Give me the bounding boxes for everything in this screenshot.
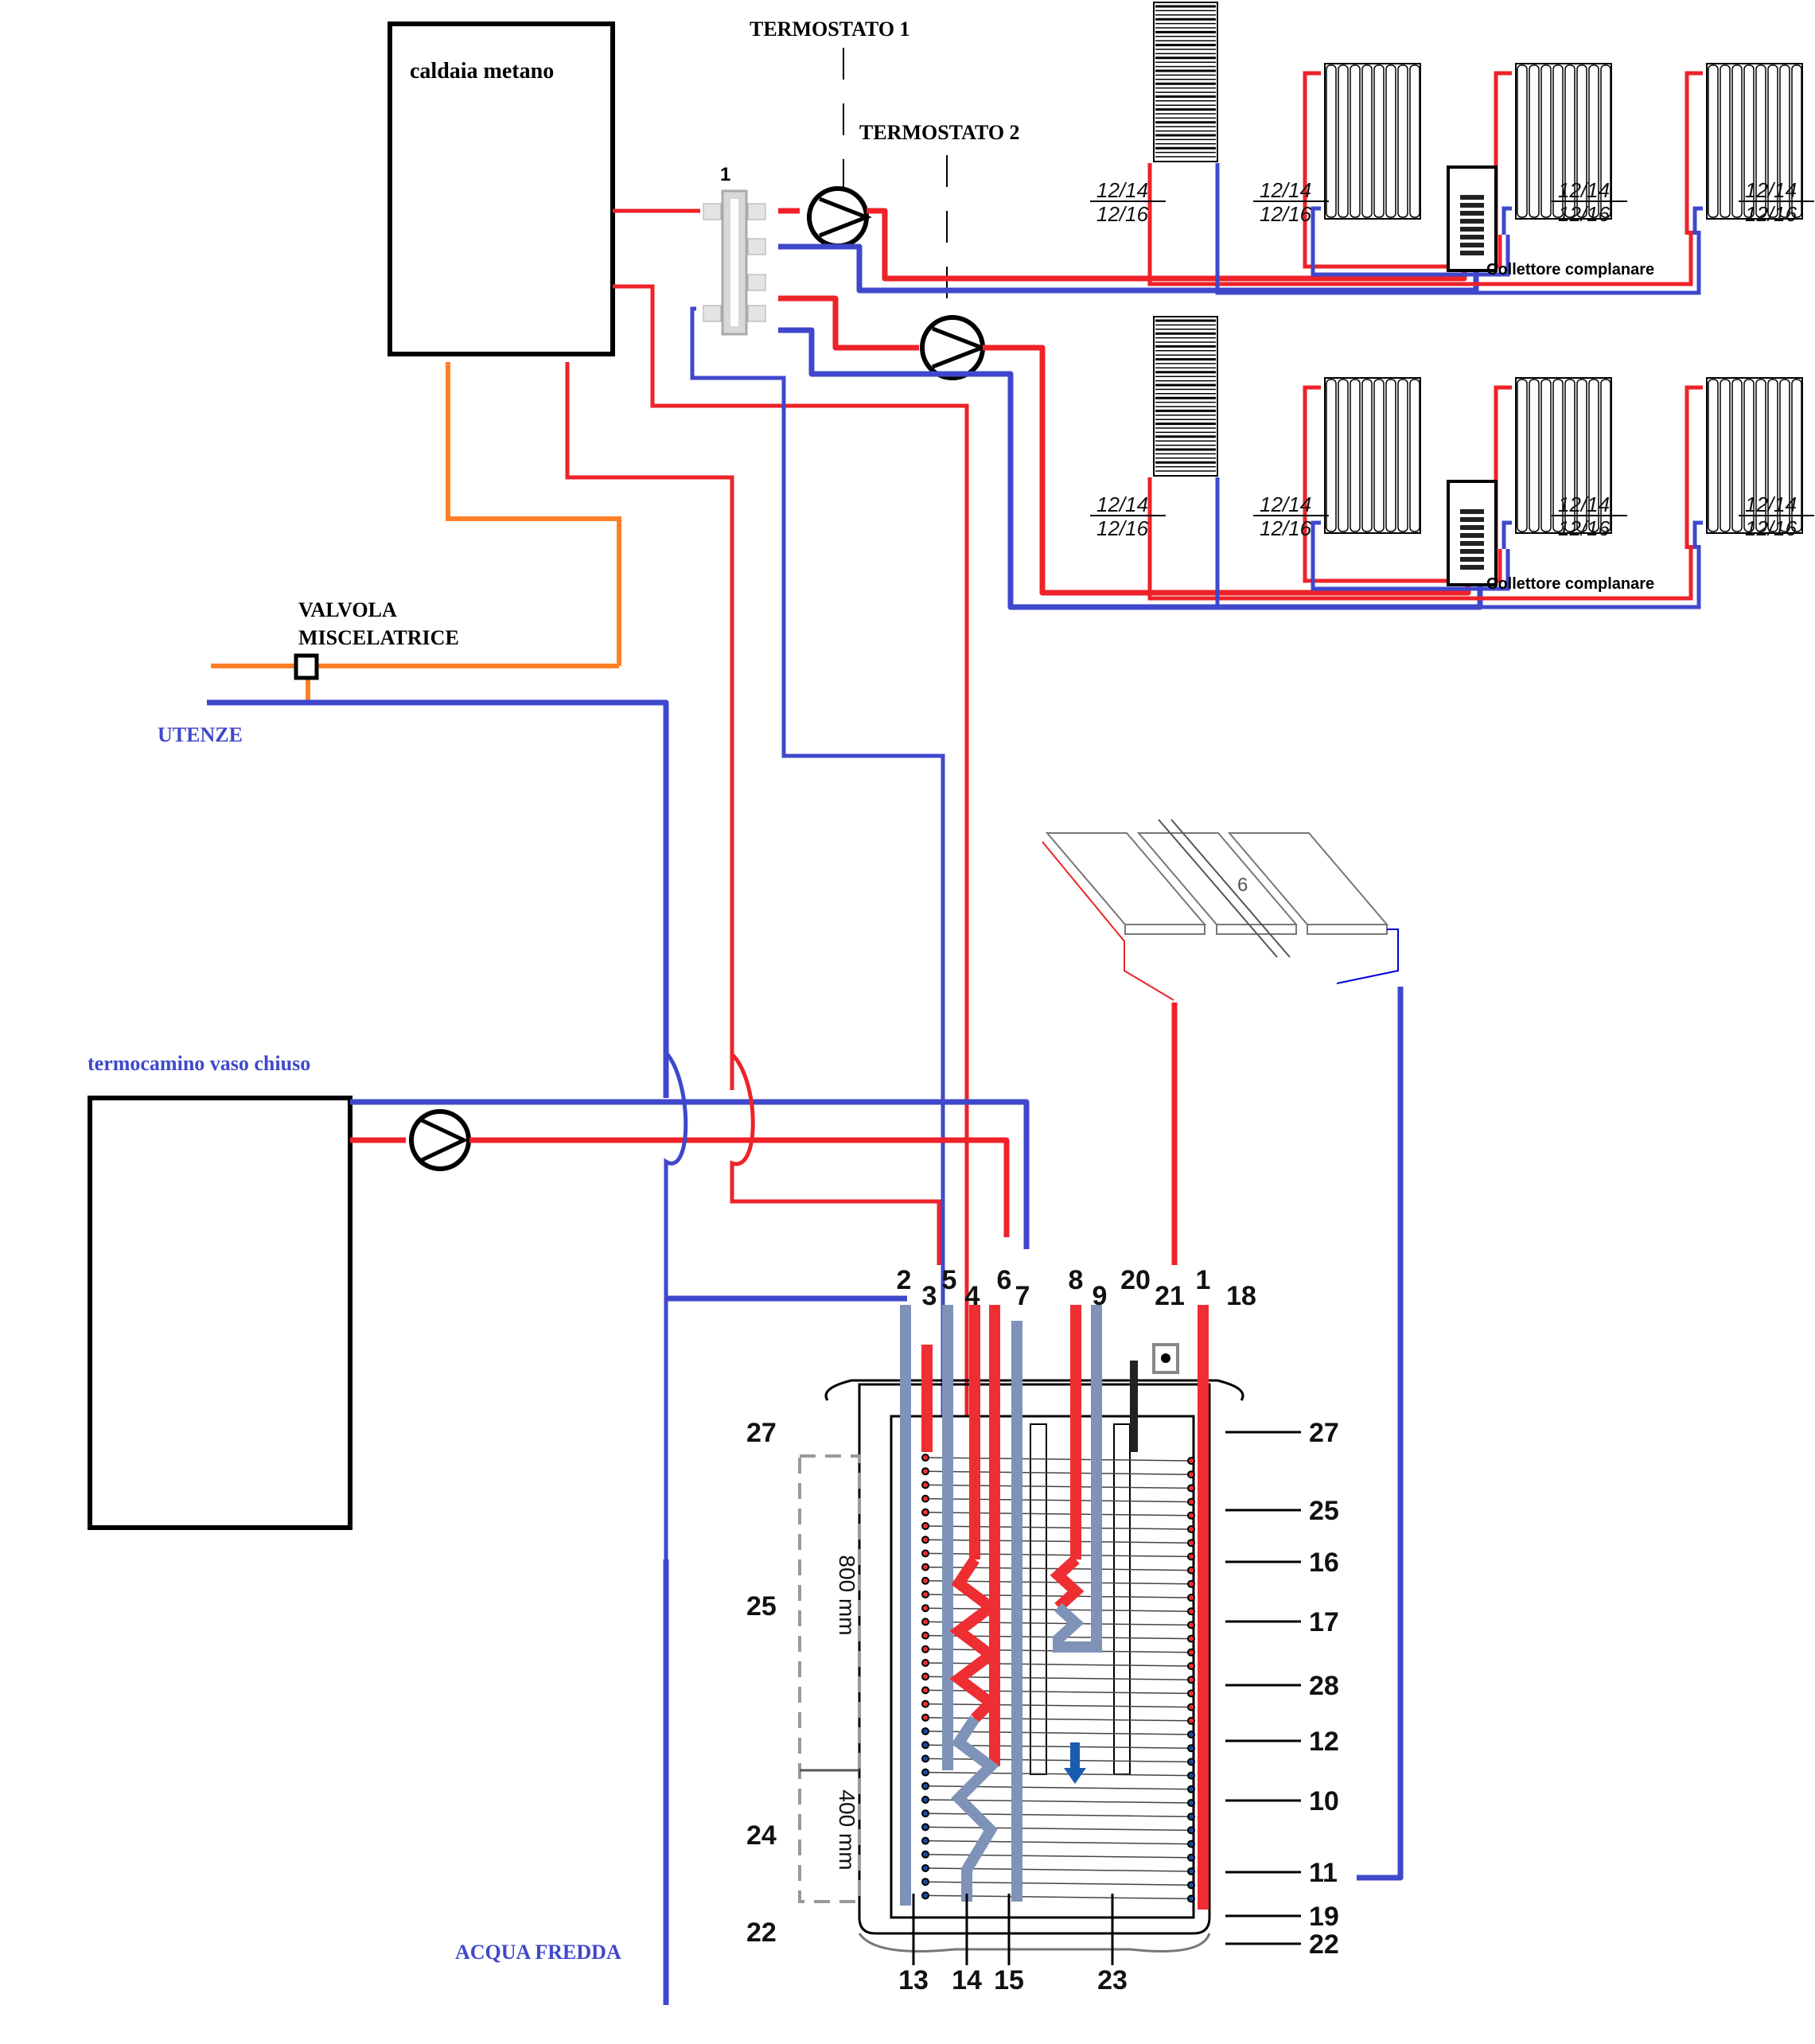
column-radiator [1515,63,1612,220]
tank-right-label: 27 [1309,1418,1339,1448]
pipe-dim-bottom: 12/16 [1096,202,1149,226]
pipe-dim-top: 12/14 [1096,178,1148,202]
mixing-valve [294,653,319,680]
tank-right-label: 11 [1309,1858,1338,1888]
tank-connection-label: 18 [1226,1281,1256,1311]
separator-number: 1 [720,164,730,185]
tank-right-label: 12 [1309,1727,1339,1757]
radiator-group-upper: Collettore complanare12/1412/1612/1412/1… [1090,2,1814,295]
pipe-dim-bottom: 12/16 [1745,516,1797,540]
tank-connection-label: 21 [1155,1281,1185,1311]
users-label: UTENZE [158,723,243,746]
towel-radiator [1153,2,1218,162]
planar-collector [1447,480,1498,586]
hydraulic-separator [703,189,766,336]
fireplace-box [88,1096,352,1530]
tank-right-label: 19 [1309,1902,1339,1932]
mixing-valve-label-2: MISCELATRICE [298,626,459,649]
tank-bottom-label: 13 [898,1965,929,1995]
tank-left-label: 25 [746,1591,777,1622]
column-radiator [1706,63,1803,220]
tank-left-label: 27 [746,1418,777,1448]
tank-connection-label: 5 [942,1265,957,1295]
radiator-group-lower: Collettore complanare12/1412/1612/1412/1… [1090,316,1814,609]
solar-panel-number: 6 [1237,874,1248,896]
column-radiator [1324,377,1421,534]
pipe-dim-bottom: 12/16 [1558,202,1611,226]
tank-right-label: 17 [1309,1607,1339,1637]
boiler-label: caldaia metano [410,59,554,84]
pipe-dim-bottom: 12/16 [1260,516,1312,540]
pipe-dim-bottom: 12/16 [1558,516,1611,540]
tank-bottom-label: 23 [1097,1965,1128,1995]
column-radiator [1324,63,1421,220]
tank-bottom-label: 15 [994,1965,1024,1995]
dimension-400: 400 mm [835,1789,859,1870]
tank-connection-label: 7 [1015,1281,1030,1311]
pipe-dim-top: 12/14 [1558,493,1610,516]
tank-right-label: 22 [1309,1929,1339,1960]
column-radiator [1706,377,1803,534]
pipe-dim-top: 12/14 [1745,493,1797,516]
tank-bottom-label: 14 [952,1965,982,1995]
pipe-dim-top: 12/14 [1558,178,1610,202]
pipe-dim-bottom: 12/16 [1096,516,1149,540]
towel-radiator [1153,316,1218,477]
pipe-dim-bottom: 12/16 [1745,202,1797,226]
pump-thermostat-1 [807,186,872,248]
thermostat-2-label: TERMOSTATO 2 [859,121,1020,144]
planar-collector [1447,165,1498,272]
tank-connection-label: 3 [922,1281,937,1311]
collector-label: Collettore complanare [1486,575,1654,593]
thermostat-1-label: TERMOSTATO 1 [750,18,910,41]
pump-thermostat-2 [920,315,987,380]
fireplace-label: termocamino vaso chiuso [88,1052,310,1075]
pipe-dim-top: 12/14 [1260,178,1311,202]
pump-fireplace [409,1109,471,1171]
tank-right-label: 10 [1309,1786,1339,1816]
tank-right-label: 16 [1309,1548,1339,1578]
collector-label: Collettore complanare [1486,261,1654,278]
tank-right-label: 28 [1309,1671,1339,1701]
dimension-800: 800 mm [835,1555,859,1635]
pipe-dim-top: 12/14 [1745,178,1797,202]
tank-connection-label: 2 [897,1265,912,1295]
tank-left-label: 24 [746,1820,777,1851]
column-radiator [1515,377,1612,534]
tank-connection-label: 6 [997,1265,1012,1295]
boiler-box [388,21,615,356]
tank-connection-label: 9 [1093,1281,1108,1311]
tank-connection-label: 4 [965,1281,980,1311]
pipe-dim-top: 12/14 [1260,493,1311,516]
tank-right-label: 25 [1309,1496,1339,1526]
mixing-valve-label-1: VALVOLA [298,598,397,621]
cold-water-label: ACQUA FREDDA [455,1941,621,1964]
solar-panels: 6 [1045,819,1389,958]
tank-connection-label: 20 [1120,1265,1151,1295]
tank-connection-label: 8 [1069,1265,1084,1295]
tank-connection-label: 1 [1196,1265,1211,1295]
pipe-dim-bottom: 12/16 [1260,202,1312,226]
tank-left-label: 22 [746,1917,777,1948]
pipe-dim-top: 12/14 [1096,493,1148,516]
